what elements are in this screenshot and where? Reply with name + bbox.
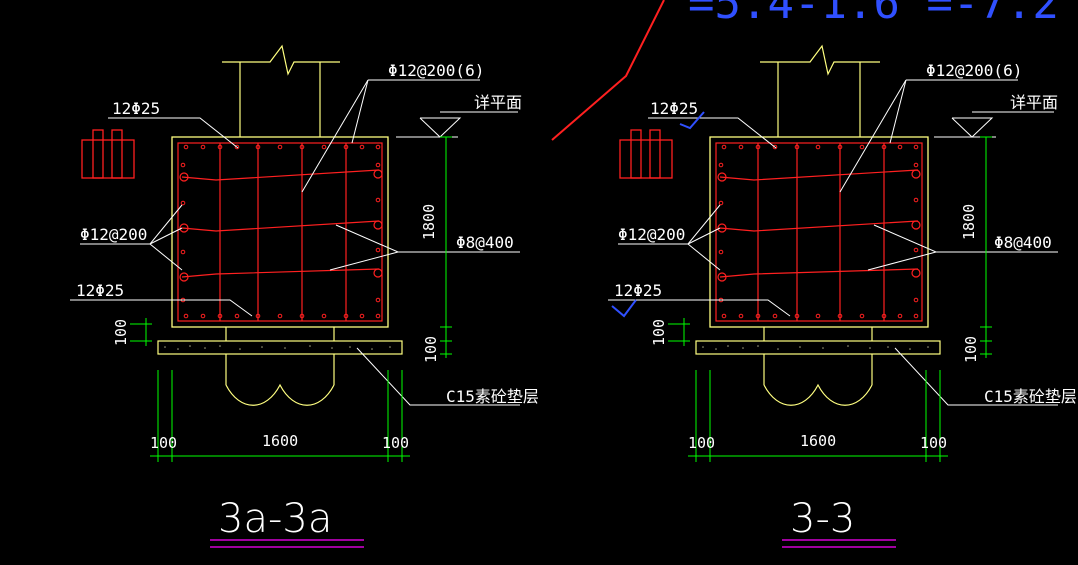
dim-width: 1600 xyxy=(262,432,298,450)
dim-width: 1600 xyxy=(800,432,836,450)
dim-right-offset: 100 xyxy=(920,434,947,452)
bar-symbol-icon xyxy=(619,129,673,179)
label-stirrups: Φ12@200(6) xyxy=(388,61,484,80)
label-tie-bars: Φ8@400 xyxy=(456,233,514,252)
leaders xyxy=(70,79,520,406)
beam-outline xyxy=(171,136,389,328)
rebar-cage xyxy=(177,142,383,322)
label-top-bars: 12Φ25 xyxy=(650,99,698,118)
dim-cushion-thk: 100 xyxy=(422,336,440,363)
label-tie-bars: Φ8@400 xyxy=(994,233,1052,252)
dim-cushion-thk: 100 xyxy=(962,336,980,363)
label-bottom-bars: 12Φ25 xyxy=(614,281,662,300)
dim-height: 1800 xyxy=(420,204,438,240)
dim-height: 1800 xyxy=(960,204,978,240)
label-elevation-mark: 详平面 xyxy=(1010,93,1058,112)
cushion-hatch xyxy=(702,345,929,350)
dim-right-offset: 100 xyxy=(382,434,409,452)
dim-left-offset: 100 xyxy=(688,434,715,452)
beam-outline xyxy=(709,136,929,328)
foundation xyxy=(695,327,941,406)
annotation-markup-line xyxy=(551,0,665,141)
label-stirrups: Φ12@200(6) xyxy=(926,61,1022,80)
foundation xyxy=(157,327,403,406)
leaders xyxy=(608,79,1058,406)
markup-check-icon xyxy=(611,111,705,318)
cushion-hatch xyxy=(164,345,391,350)
dim-bottom-offset: 100 xyxy=(112,319,130,346)
section-3a: 12Φ25 Φ12@200(6) 详平面 Φ12@200 Φ8@400 12Φ2… xyxy=(70,44,539,548)
label-bottom-bars: 12Φ25 xyxy=(76,281,124,300)
dimensions xyxy=(668,136,992,462)
section-title: 3a-3a xyxy=(218,496,332,542)
section-3: 12Φ25 Φ12@200(6) 详平面 Φ12@200 Φ8@400 12Φ2… xyxy=(608,44,1077,548)
dim-left-offset: 100 xyxy=(150,434,177,452)
label-side-bars: Φ12@200 xyxy=(618,225,685,244)
column-stub xyxy=(222,44,340,137)
rebar-cage xyxy=(715,142,923,322)
dim-bottom-offset: 100 xyxy=(650,319,668,346)
label-top-bars: 12Φ25 xyxy=(112,99,160,118)
section-title: 3-3 xyxy=(790,496,855,542)
top-partial-text: =5.4-1.6 =-7.2 xyxy=(688,0,1059,29)
column-stub xyxy=(760,44,880,137)
label-side-bars: Φ12@200 xyxy=(80,225,147,244)
label-elevation-mark: 详平面 xyxy=(474,93,522,112)
rebar-dots xyxy=(180,144,381,319)
label-cushion: C15素砼垫层 xyxy=(446,387,539,406)
bar-symbol-icon xyxy=(81,129,135,179)
dimensions xyxy=(130,136,452,462)
label-cushion: C15素砼垫层 xyxy=(984,387,1077,406)
